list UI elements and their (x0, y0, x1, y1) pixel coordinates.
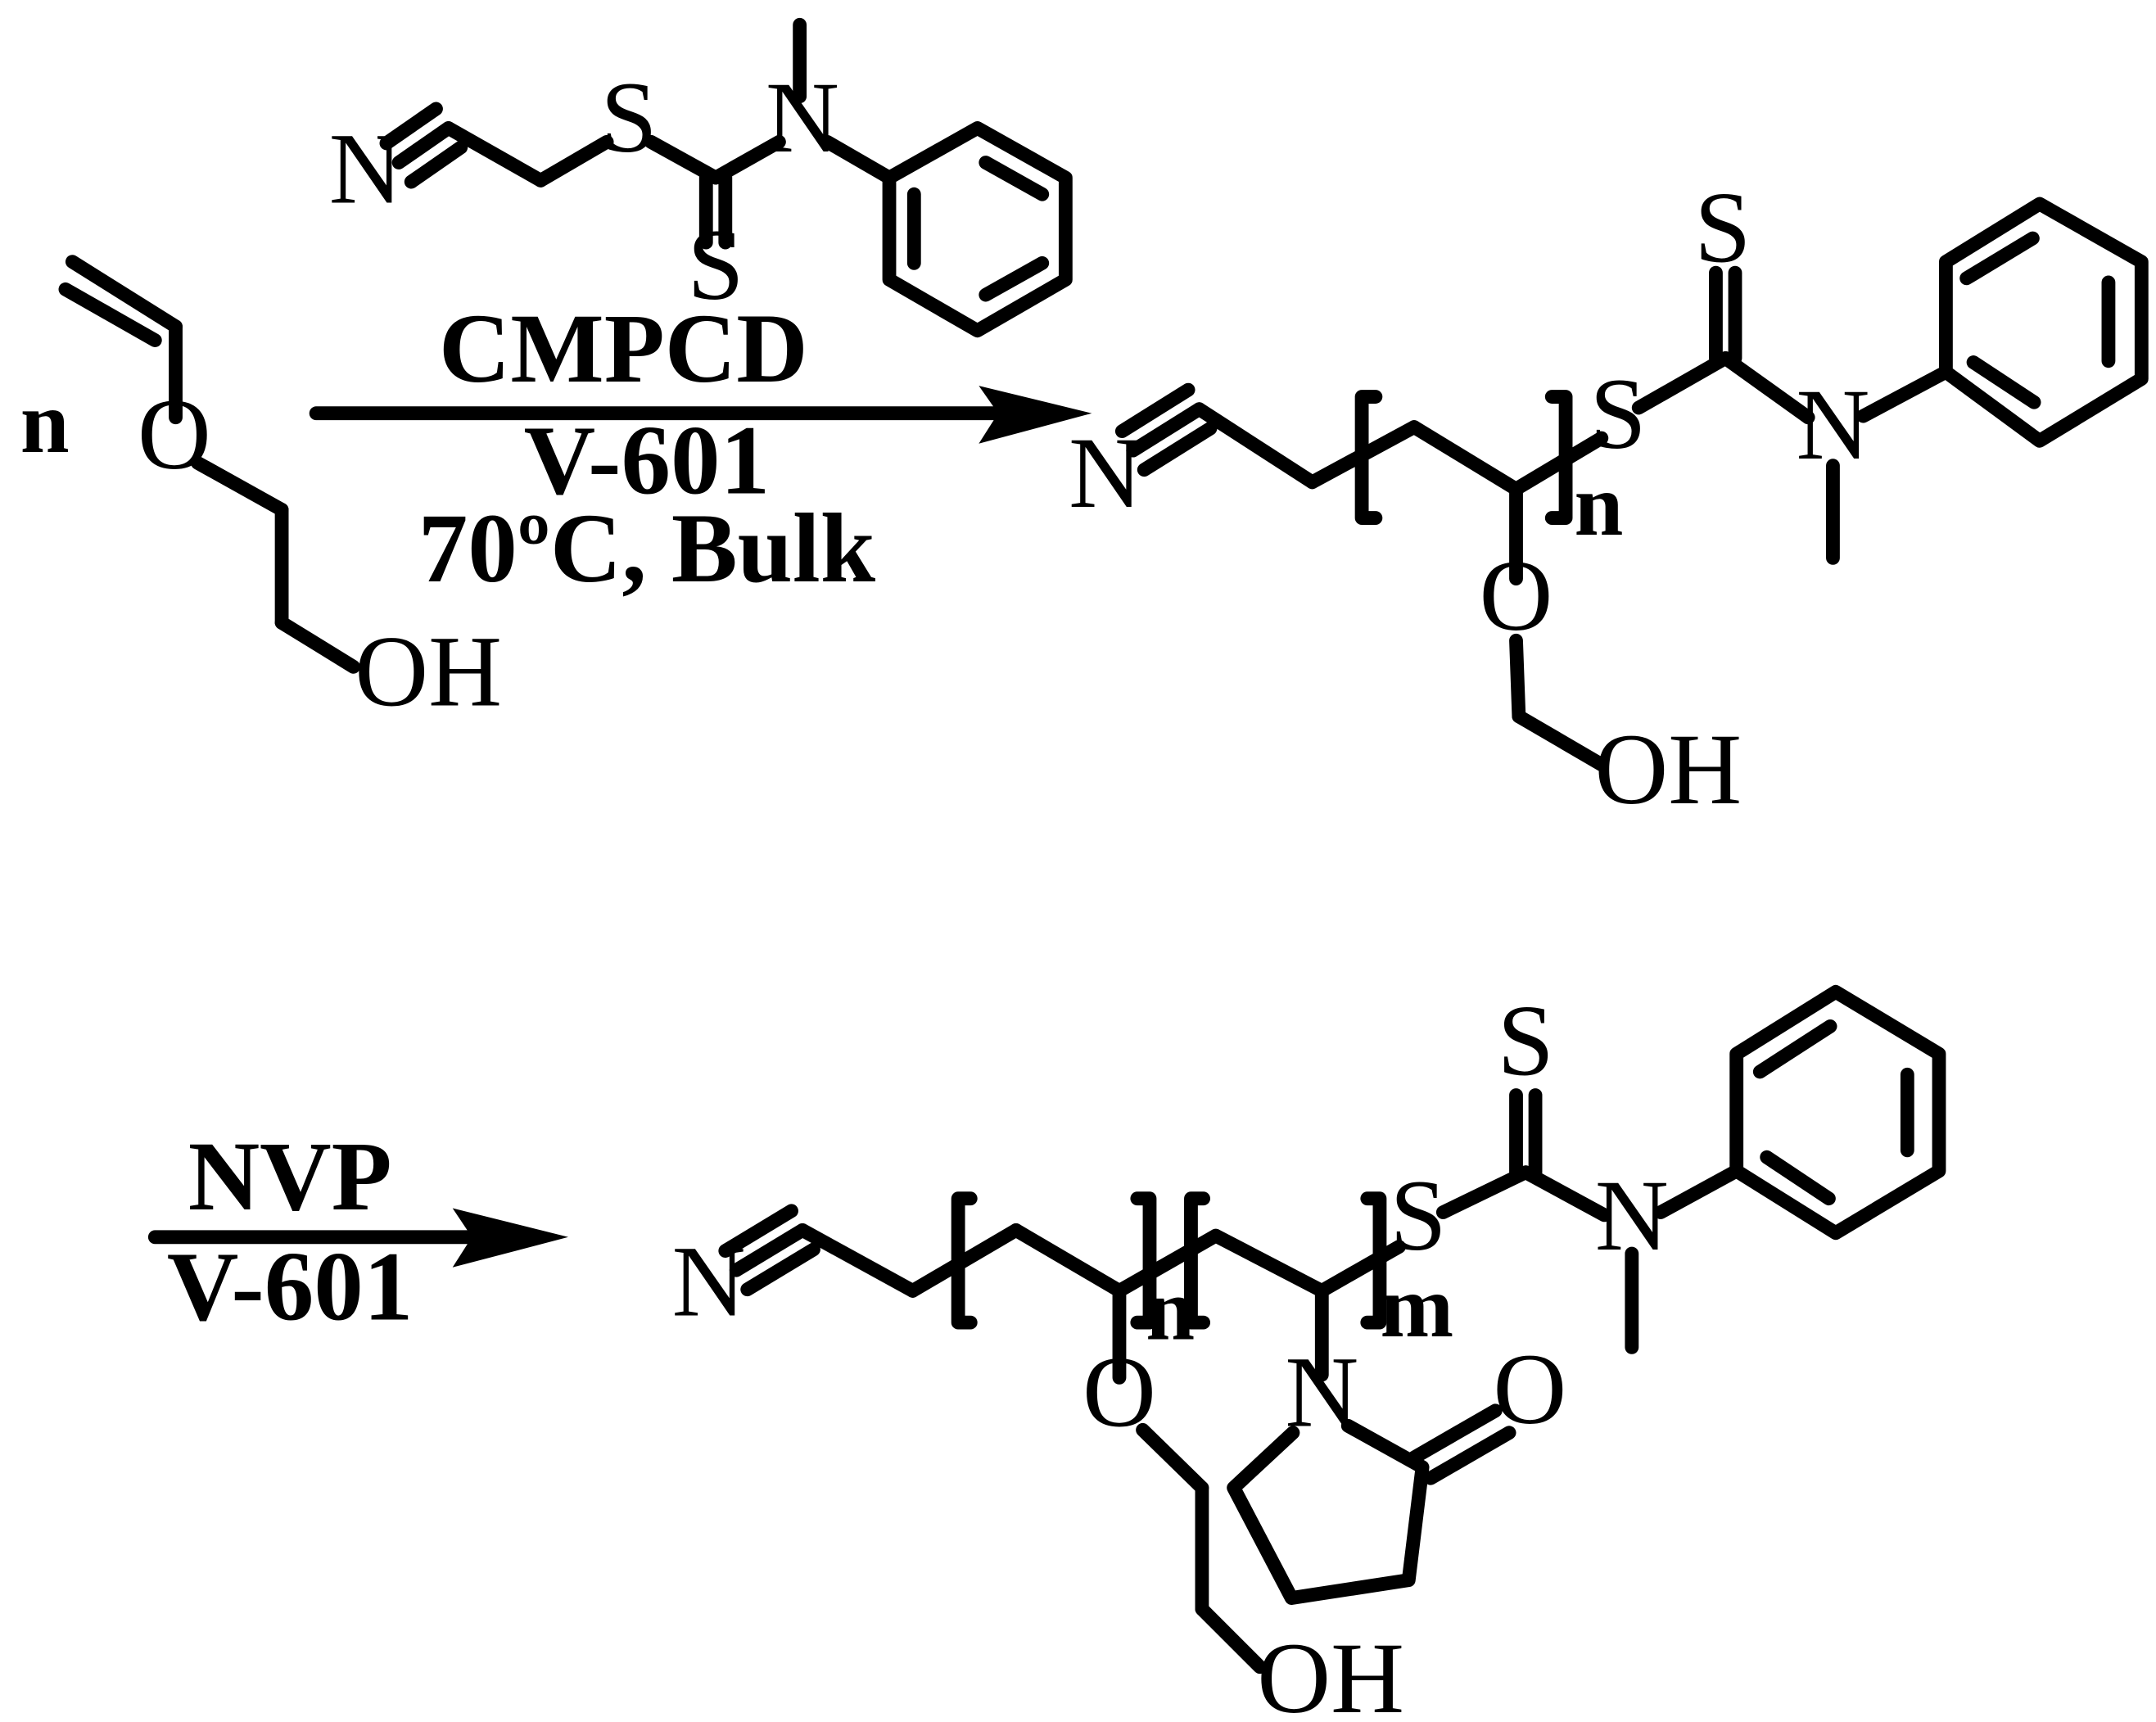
conditions-label: 70ºC, Bulk (418, 494, 876, 603)
bracket-left (1354, 390, 1383, 525)
bond (404, 140, 468, 189)
bond (1136, 1422, 1209, 1495)
bond (1423, 1426, 1516, 1485)
bond (1192, 402, 1319, 490)
bond (820, 134, 897, 185)
phenyl-ring (882, 121, 1073, 338)
bond (1137, 421, 1218, 477)
bond (274, 616, 360, 674)
bracket (951, 1191, 978, 1330)
bond (718, 1204, 798, 1259)
arrow-head (452, 1208, 569, 1268)
monomer-label: NVP (188, 1122, 392, 1232)
repeat-count-m: m (1381, 1259, 1454, 1356)
bond (191, 455, 289, 517)
phenyl-ring (1939, 197, 2149, 448)
bond (729, 1223, 810, 1277)
atom-n: N (1069, 416, 1142, 529)
bond (1126, 402, 1206, 458)
bond (1407, 420, 1523, 496)
bond (740, 1242, 820, 1297)
atom-n: N (1285, 1335, 1358, 1448)
hydroxyl-label: OH (1257, 1621, 1404, 1722)
cmpcd-structure: N S S N (329, 17, 1073, 338)
pyrrolidone-ring (1227, 1418, 1430, 1605)
bracket (1360, 1191, 1387, 1330)
bond (65, 255, 183, 334)
initiator-label: V-601 (524, 405, 771, 515)
bond (1752, 1019, 1837, 1079)
reaction-arrow-2: NVP V-601 (147, 1122, 569, 1342)
atom-o: O (1083, 1335, 1156, 1448)
bond (1856, 364, 1953, 423)
bond (1009, 1223, 1127, 1298)
bond (708, 134, 786, 185)
atom-o: O (1480, 539, 1553, 652)
bond (1114, 382, 1196, 439)
atom-n: N (1595, 1159, 1669, 1272)
initiator-label: V-601 (167, 1232, 414, 1342)
pheve-structure: N n S S N O OH (1069, 171, 2149, 825)
bracket (1184, 1191, 1211, 1330)
bond (795, 1223, 920, 1298)
arrow-head (979, 386, 1092, 444)
phenyl-ring (1729, 984, 1946, 1241)
bond (1518, 1165, 1611, 1223)
atom-n: N (766, 61, 839, 174)
bond (1959, 231, 2040, 286)
repeat-count-n: n (1146, 1261, 1195, 1358)
bond (533, 134, 614, 188)
atom-s: S (1498, 983, 1554, 1096)
atom-n: N (1797, 368, 1870, 481)
bond (979, 156, 1050, 201)
bond (58, 282, 162, 347)
repeat-count-n: n (1575, 457, 1624, 554)
hydroxyl-label: OH (355, 614, 502, 727)
repeat-count-n: n (20, 374, 70, 472)
bond (1653, 1164, 1744, 1219)
atom-s: S (1390, 1159, 1446, 1272)
atom-o: O (1493, 1332, 1566, 1445)
bond (379, 102, 443, 151)
bond (1209, 1228, 1329, 1298)
bond (1435, 1165, 1533, 1219)
hydroxyl-label: OH (1594, 712, 1742, 825)
reaction-arrow-1: CMPCD V-601 70ºC, Bulk (309, 294, 1092, 603)
block-copolymer-structure: N n m S S N O N O OH (672, 983, 1946, 1722)
bond (391, 121, 456, 169)
atom-o: O (138, 377, 211, 490)
atom-s: S (600, 61, 657, 174)
bracket-right (1544, 390, 1573, 525)
bond (1760, 1150, 1836, 1206)
atom-n: N (672, 1225, 746, 1338)
bracket (1130, 1191, 1157, 1330)
reagent-label: CMPCD (439, 294, 808, 404)
heve-monomer: n O OH (20, 255, 502, 727)
bond (1631, 351, 1733, 415)
atom-s: S (1694, 171, 1751, 284)
bond (1512, 709, 1609, 772)
bond (1718, 351, 1815, 425)
bond (441, 121, 548, 188)
bond (979, 255, 1050, 302)
bond (1407, 1403, 1503, 1465)
bond (1509, 633, 1526, 724)
atom-s: S (1589, 357, 1646, 470)
bond (1966, 355, 2041, 409)
atom-n: N (329, 111, 403, 224)
bond (1112, 1228, 1223, 1298)
atom-s: S (687, 208, 744, 321)
bond (1195, 1602, 1267, 1675)
